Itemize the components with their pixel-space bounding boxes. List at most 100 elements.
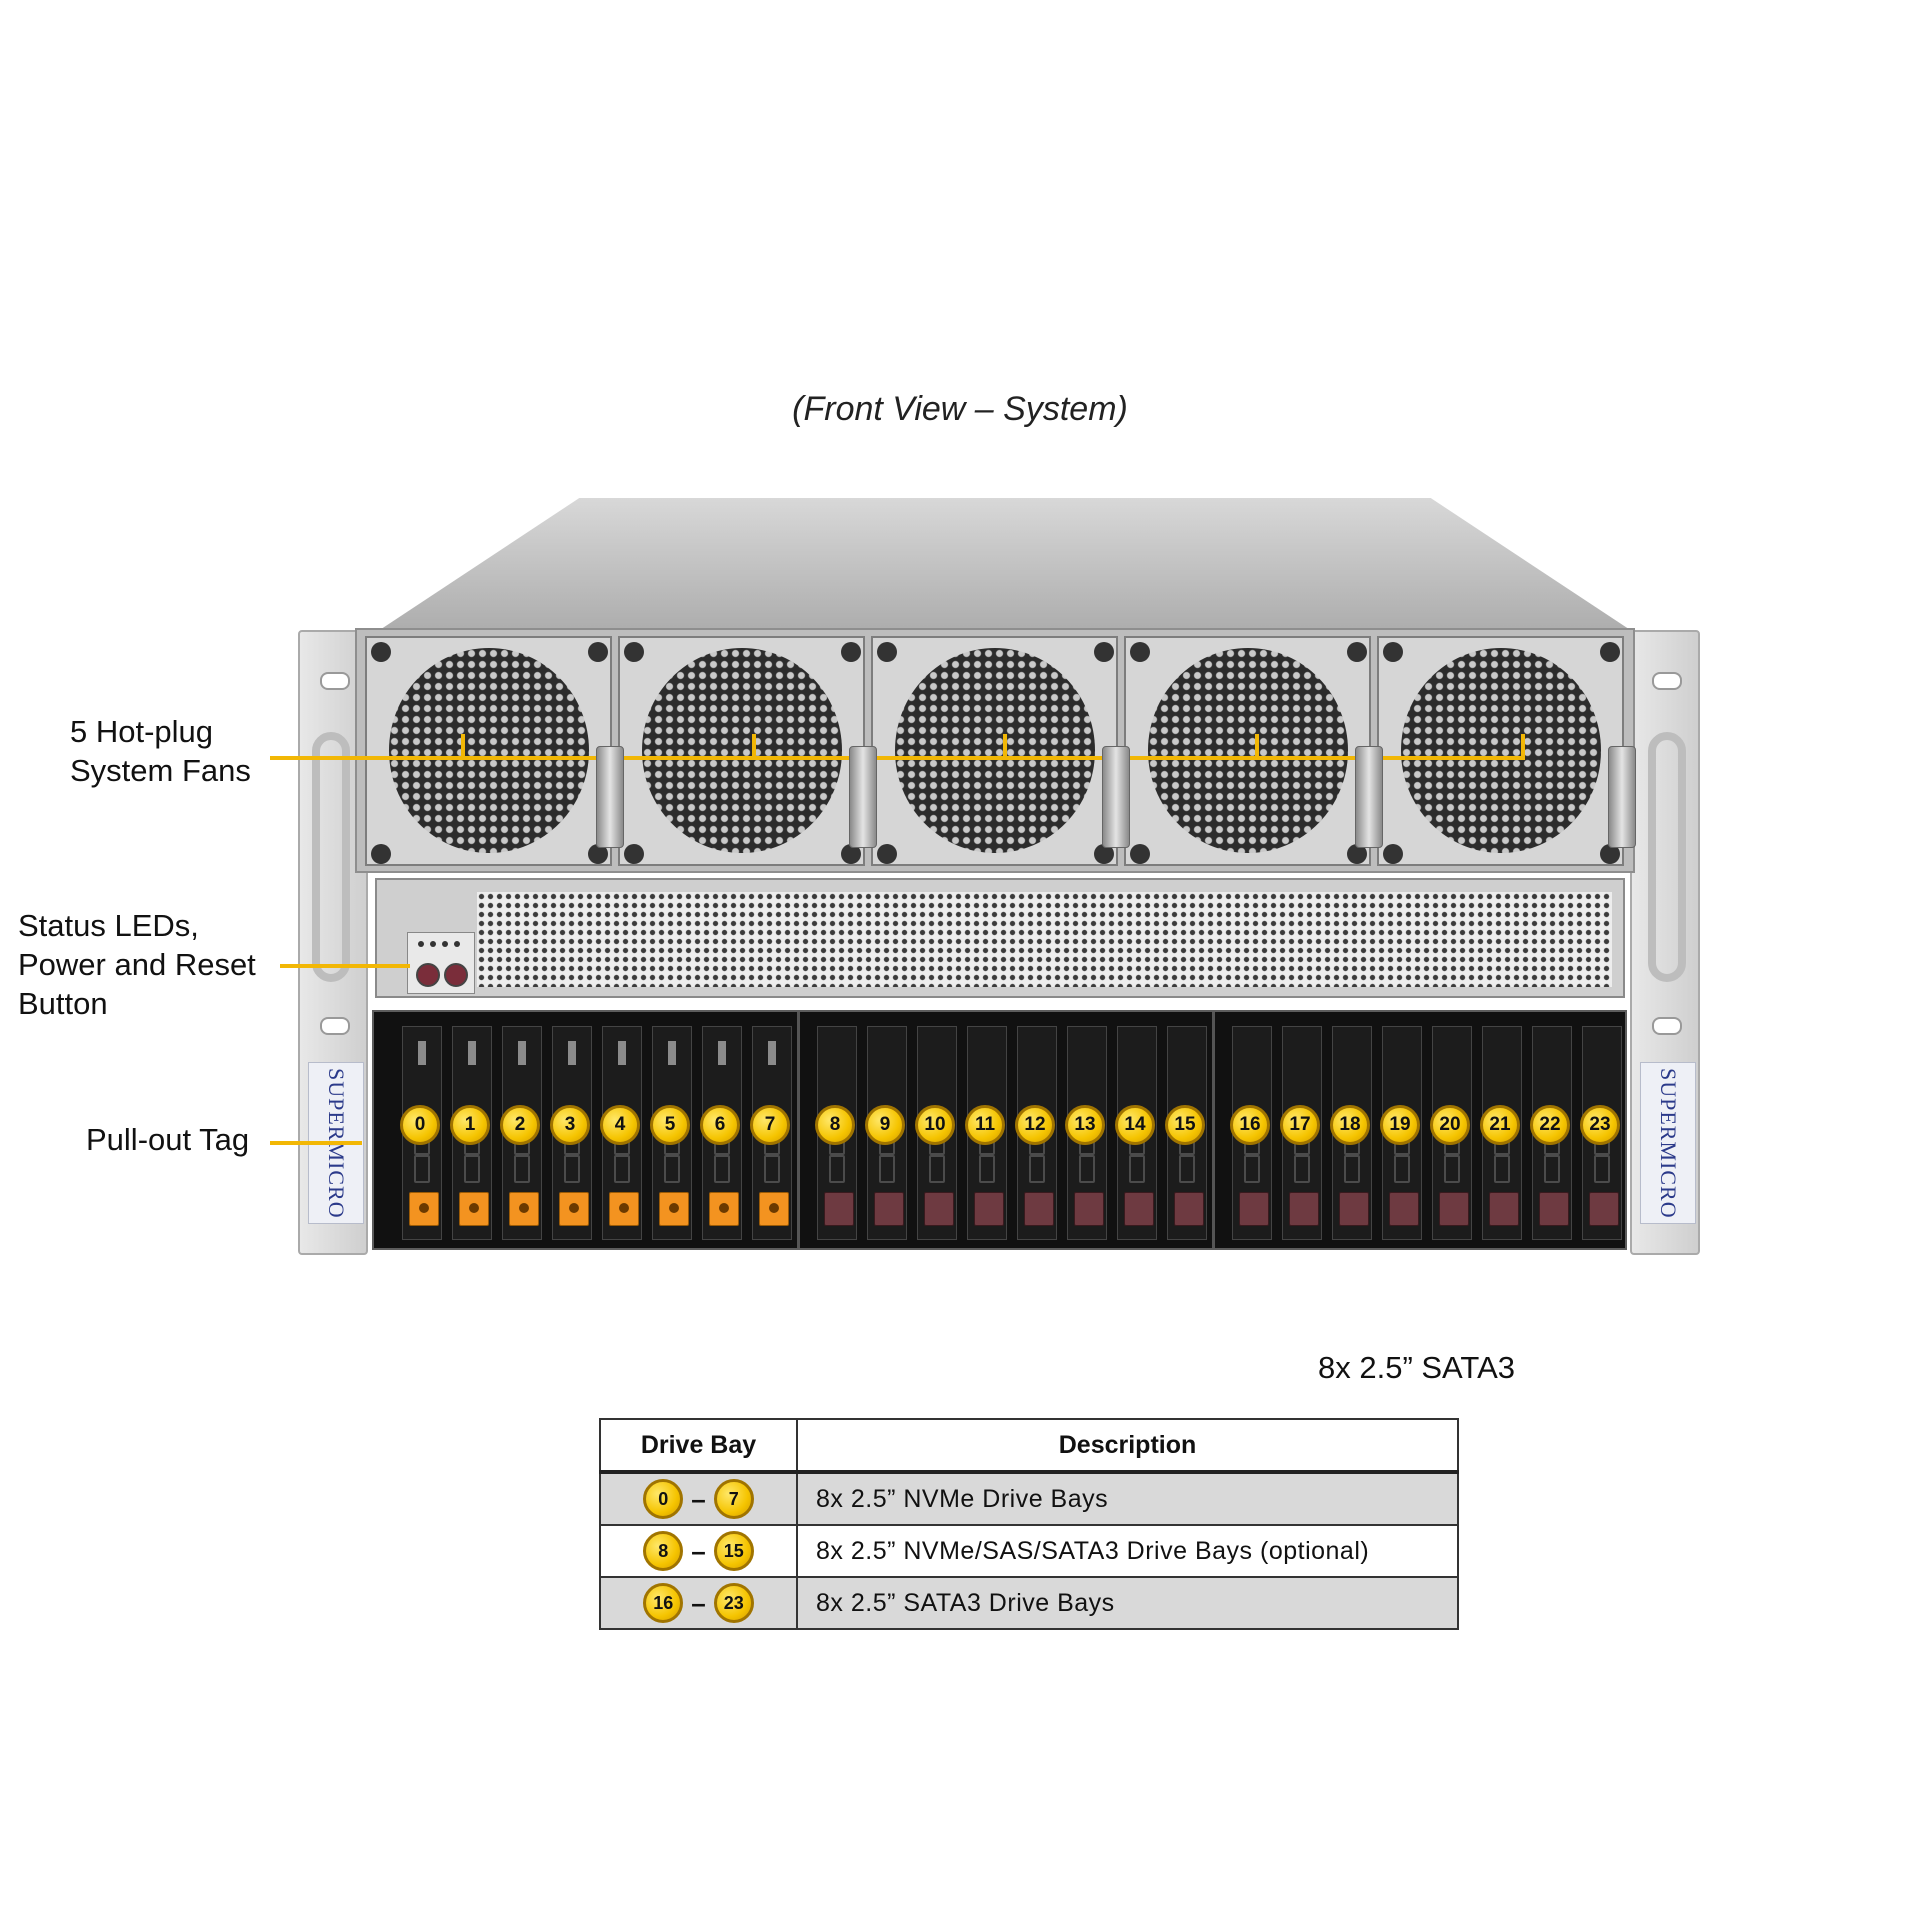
drive-vent-slot — [929, 1155, 945, 1183]
fan-release-latch[interactable] — [849, 746, 877, 848]
drive-bay-table: Drive Bay Description 0 – 7 8x 2.5” NVMe… — [599, 1418, 1459, 1630]
drive-vent-slot — [829, 1155, 845, 1183]
fan-screw-icon — [1094, 844, 1114, 864]
drive-release-latch[interactable] — [1389, 1192, 1419, 1226]
fan-screw-icon — [588, 844, 608, 864]
hot-plug-fan[interactable] — [871, 636, 1130, 866]
chassis-top-cover — [360, 498, 1650, 643]
drive-release-latch[interactable] — [924, 1192, 954, 1226]
drive-release-latch[interactable] — [659, 1192, 689, 1226]
fan-screw-icon — [1094, 642, 1114, 662]
hot-plug-fan[interactable] — [1377, 636, 1636, 866]
drive-release-latch[interactable] — [824, 1192, 854, 1226]
drive-bay-number-badge: 19 — [1380, 1105, 1420, 1145]
fan-section — [355, 628, 1636, 873]
fans-callout-tick — [1255, 734, 1259, 756]
drive-release-latch[interactable] — [1024, 1192, 1054, 1226]
fan-release-latch[interactable] — [1355, 746, 1383, 848]
fan-screw-icon — [841, 642, 861, 662]
hot-plug-fan[interactable] — [365, 636, 624, 866]
drive-release-latch[interactable] — [709, 1192, 739, 1226]
drive-release-latch[interactable] — [459, 1192, 489, 1226]
drive-vent-slot — [1079, 1155, 1095, 1183]
drive-release-latch[interactable] — [609, 1192, 639, 1226]
left-rack-handle[interactable] — [312, 732, 350, 982]
drive-vent-slot — [564, 1155, 580, 1183]
tag-callout-label: Pull-out Tag — [86, 1122, 250, 1157]
drive-release-latch[interactable] — [559, 1192, 589, 1226]
drive-vent-slot — [1494, 1155, 1510, 1183]
fan-screw-icon — [624, 642, 644, 662]
drive-release-latch[interactable] — [1239, 1192, 1269, 1226]
bay-end-badge: 7 — [713, 1479, 754, 1519]
front-vent-mesh — [477, 892, 1612, 987]
drive-release-latch[interactable] — [1124, 1192, 1154, 1226]
drive-release-latch[interactable] — [509, 1192, 539, 1226]
drive-bay-number-badge: 10 — [915, 1105, 955, 1145]
fan-screw-icon — [1130, 844, 1150, 864]
hot-plug-fan[interactable] — [618, 636, 877, 866]
drive-bay-number-badge: 7 — [750, 1105, 790, 1145]
drive-release-latch[interactable] — [1074, 1192, 1104, 1226]
fan-release-latch[interactable] — [596, 746, 624, 848]
drive-release-latch[interactable] — [1289, 1192, 1319, 1226]
drive-vent-slot — [1129, 1155, 1145, 1183]
leds-callout-line — [280, 964, 410, 968]
drive-vent-slot — [764, 1155, 780, 1183]
range-dash: – — [691, 1587, 706, 1618]
fan-screw-icon — [841, 844, 861, 864]
vent-section — [375, 878, 1625, 998]
drive-release-latch[interactable] — [874, 1192, 904, 1226]
status-led-icon — [442, 941, 448, 947]
drive-release-latch[interactable] — [1439, 1192, 1469, 1226]
drive-bay-number-badge: 16 — [1230, 1105, 1270, 1145]
drive-vent-slot — [979, 1155, 995, 1183]
bay-end-badge: 15 — [713, 1531, 754, 1571]
drive-release-latch[interactable] — [1589, 1192, 1619, 1226]
nvme-tag-icon — [418, 1041, 426, 1065]
reset-button[interactable] — [444, 963, 468, 987]
drive-release-latch[interactable] — [1174, 1192, 1204, 1226]
fan-grill-icon — [389, 648, 589, 853]
bay-description: 8x 2.5” SATA3 Drive Bays — [796, 1576, 1459, 1630]
fans-callout-tick — [461, 734, 465, 756]
drive-release-latch[interactable] — [409, 1192, 439, 1226]
drive-release-latch[interactable] — [1539, 1192, 1569, 1226]
drive-release-latch[interactable] — [1339, 1192, 1369, 1226]
drive-vent-slot — [714, 1155, 730, 1183]
fan-screw-icon — [1383, 642, 1403, 662]
nvme-tag-icon — [518, 1041, 526, 1065]
bay-group-divider — [797, 1012, 800, 1248]
fan-release-latch[interactable] — [1608, 746, 1636, 848]
drive-bay-number-badge: 9 — [865, 1105, 905, 1145]
fan-screw-icon — [371, 642, 391, 662]
drive-vent-slot — [1444, 1155, 1460, 1183]
drive-bay-number-badge: 13 — [1065, 1105, 1105, 1145]
nvme-tag-icon — [568, 1041, 576, 1065]
fan-release-latch[interactable] — [1102, 746, 1130, 848]
header-drive-bay: Drive Bay — [599, 1418, 798, 1474]
fan-screw-icon — [588, 642, 608, 662]
drive-vent-slot — [1179, 1155, 1195, 1183]
drive-release-latch[interactable] — [974, 1192, 1004, 1226]
bay-range-cell: 16 – 23 — [599, 1576, 798, 1630]
power-button[interactable] — [416, 963, 440, 987]
range-dash: – — [691, 1483, 706, 1514]
right-rack-ear: SUPERMICRO — [1630, 630, 1700, 1255]
nvme-tag-icon — [718, 1041, 726, 1065]
drive-release-latch[interactable] — [759, 1192, 789, 1226]
left-ear-mount-hole-top — [320, 672, 350, 690]
drive-vent-slot — [1544, 1155, 1560, 1183]
right-rack-handle[interactable] — [1648, 732, 1686, 982]
right-pull-out-tag[interactable]: SUPERMICRO — [1640, 1062, 1696, 1224]
drive-bay-number-badge: 5 — [650, 1105, 690, 1145]
drive-release-latch[interactable] — [1489, 1192, 1519, 1226]
fan-screw-icon — [371, 844, 391, 864]
fan-screw-icon — [877, 844, 897, 864]
fans-callout-tick — [1521, 734, 1525, 756]
fans-callout-label: 5 Hot-plug System Fans — [70, 714, 251, 788]
hot-plug-fan[interactable] — [1124, 636, 1383, 866]
drive-bay-number-badge: 2 — [500, 1105, 540, 1145]
fan-screw-icon — [1347, 844, 1367, 864]
